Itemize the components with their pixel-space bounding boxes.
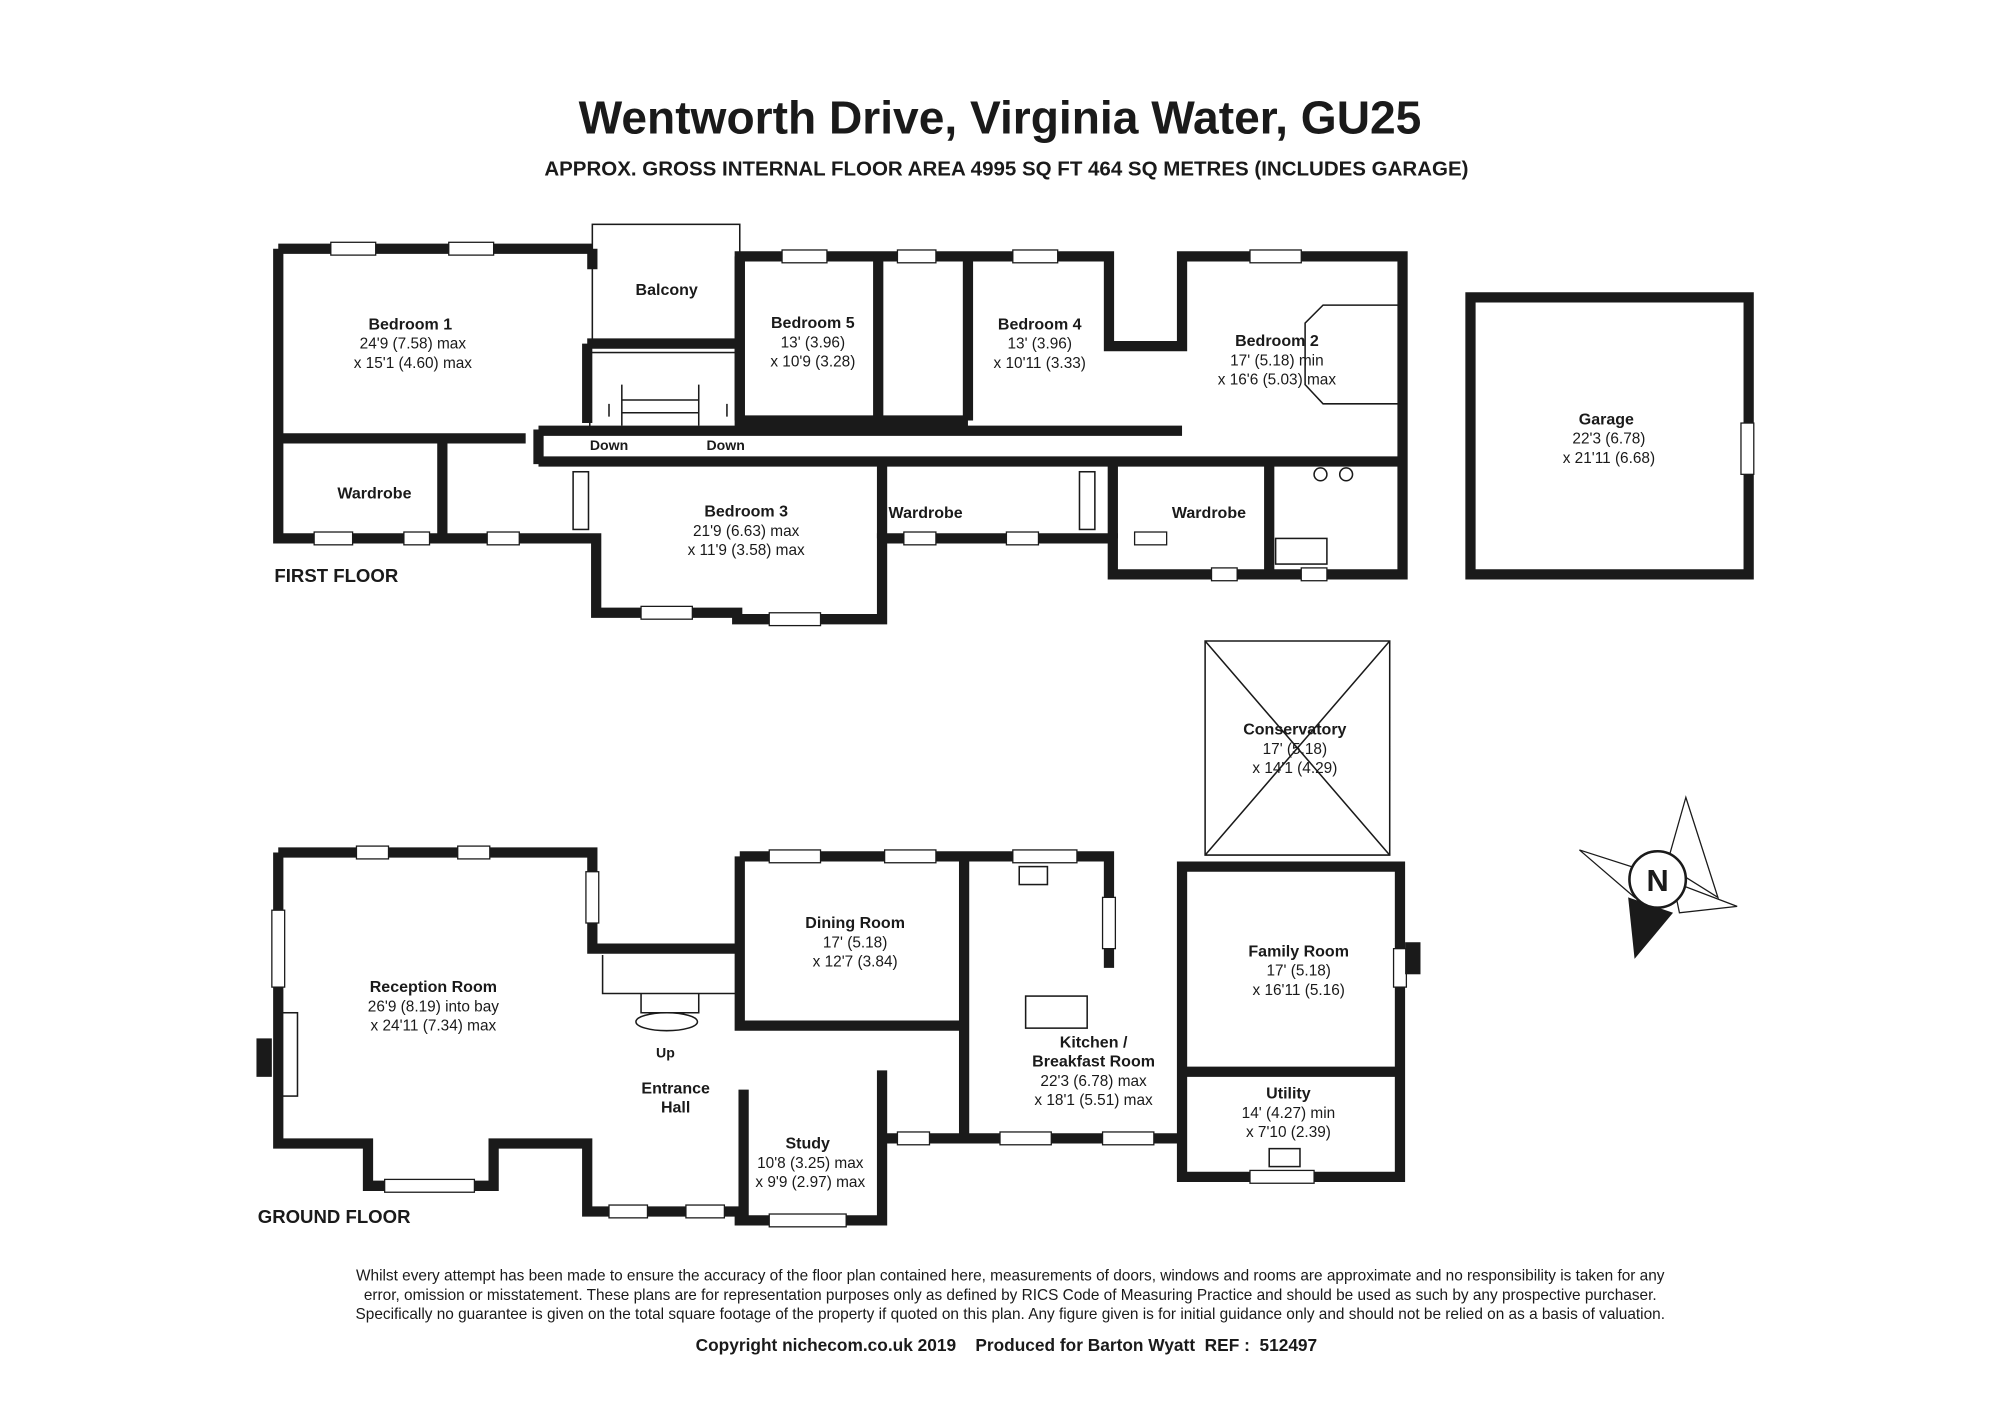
bedroom3-dims: 21'9 (6.63) max xyxy=(693,523,800,540)
conservatory-dims: x 14'1 (4.29) xyxy=(1252,760,1337,777)
dining-name: Dining Room xyxy=(805,914,905,932)
bedroom2-name: Bedroom 2 xyxy=(1235,332,1319,350)
kitchen-dims: 22'3 (6.78) max xyxy=(1040,1073,1147,1090)
bedroom1-name: Bedroom 1 xyxy=(368,315,452,333)
hall-name: Entrance xyxy=(641,1080,710,1098)
wardrobe-name: Wardrobe xyxy=(1172,504,1246,522)
copyright-line: Copyright nichecom.co.uk 2019 Produced f… xyxy=(696,1335,1318,1355)
page-title: Wentworth Drive, Virginia Water, GU25 xyxy=(579,91,1422,143)
wardrobe-name: Wardrobe xyxy=(889,504,963,522)
utility-name: Utility xyxy=(1266,1085,1311,1103)
study-dims: x 9'9 (2.97) max xyxy=(755,1174,865,1191)
first-floor-label: FIRST FLOOR xyxy=(274,565,398,586)
balcony-name: Balcony xyxy=(636,281,698,299)
kitchen-name: Breakfast Room xyxy=(1032,1053,1155,1071)
dining-dims: 17' (5.18) xyxy=(823,934,887,951)
conservatory-dims: 17' (5.18) xyxy=(1263,741,1327,758)
study-name: Study xyxy=(785,1135,830,1153)
garage-dims: x 21'11 (6.68) xyxy=(1563,450,1655,467)
bedroom5-dims: x 10'9 (3.28) xyxy=(770,354,855,371)
stairs-down-label: Down xyxy=(590,437,628,453)
utility-dims: x 7'10 (2.39) xyxy=(1246,1124,1331,1141)
stairs-down-label: Down xyxy=(706,437,744,453)
bedroom4-dims: 13' (3.96) xyxy=(1007,336,1071,353)
bedroom1-dims: x 15'1 (4.60) max xyxy=(354,355,473,372)
compass-north-label: N xyxy=(1647,863,1669,898)
study-dims: 10'8 (3.25) max xyxy=(757,1155,864,1172)
hall-name: Hall xyxy=(661,1099,690,1117)
stairs-up-label: Up xyxy=(656,1045,675,1061)
reception-name: Reception Room xyxy=(370,978,497,996)
family-name: Family Room xyxy=(1248,942,1349,960)
first-floor-plan: Down Down xyxy=(273,223,1408,627)
garage-walls xyxy=(1465,292,1754,580)
bedroom5-name: Bedroom 5 xyxy=(771,314,855,332)
ground-floor-plan xyxy=(256,640,1421,1228)
bedroom4-dims: x 10'11 (3.33) xyxy=(994,355,1086,372)
family-dims: x 16'11 (5.16) xyxy=(1252,982,1344,999)
family-dims: 17' (5.18) xyxy=(1266,963,1330,980)
utility-dims: 14' (4.27) min xyxy=(1242,1105,1336,1122)
conservatory-name: Conservatory xyxy=(1243,721,1346,739)
bedroom3-dims: x 11'9 (3.58) max xyxy=(688,542,805,559)
wardrobe-name: Wardrobe xyxy=(337,485,411,503)
bedroom5-dims: 13' (3.96) xyxy=(781,334,845,351)
bedroom1-dims: 24'9 (7.58) max xyxy=(360,336,467,353)
bedroom3-name: Bedroom 3 xyxy=(704,503,788,521)
disclaimer-line: error, omission or misstatement. These p… xyxy=(364,1287,1657,1304)
ground-floor-label: GROUND FLOOR xyxy=(258,1206,411,1227)
kitchen-dims: x 18'1 (5.51) max xyxy=(1034,1092,1153,1109)
bedroom4-name: Bedroom 4 xyxy=(998,315,1082,333)
dining-dims: x 12'7 (3.84) xyxy=(813,954,898,971)
compass-icon: N xyxy=(1579,795,1738,959)
kitchen-name: Kitchen / xyxy=(1060,1033,1128,1051)
disclaimer-line: Specifically no guarantee is given on th… xyxy=(356,1306,1665,1323)
bedroom2-dims: 17' (5.18) min xyxy=(1230,352,1324,369)
floor-area-subtitle: APPROX. GROSS INTERNAL FLOOR AREA 4995 S… xyxy=(544,158,1468,181)
reception-dims: 26'9 (8.19) into bay xyxy=(368,998,499,1015)
disclaimer-line: Whilst every attempt has been made to en… xyxy=(356,1268,1665,1285)
garage-name: Garage xyxy=(1579,410,1634,428)
reception-dims: x 24'11 (7.34) max xyxy=(371,1018,497,1035)
bedroom2-dims: x 16'6 (5.03) max xyxy=(1218,372,1337,389)
garage-dims: 22'3 (6.78) xyxy=(1572,431,1645,448)
